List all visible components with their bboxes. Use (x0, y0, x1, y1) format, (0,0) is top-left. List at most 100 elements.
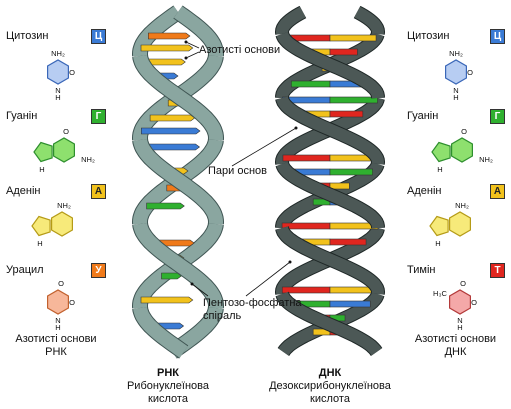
rna-mol-uracil-atom-o: O (69, 298, 75, 307)
dna-strand-a-strand-0 (354, 6, 385, 35)
dna-base-name-cytosine: Цитозин (407, 30, 450, 42)
rna-mol-uracil-atom-o2: O (58, 279, 64, 288)
dna-mol-cytosine-atom-h: H (453, 93, 458, 102)
rna-base-13 (161, 272, 182, 280)
base-molecule-structures: ONHNH₂HONH₂HNH₂ONHOONHNH₂HONH₂HNH₂ONHOH₃… (31, 49, 493, 332)
label-backbone-line1: Пентозо-фосфатна (203, 297, 302, 309)
rna-strand-a-strand-4 (133, 306, 188, 358)
rna-caption: РНК Рибонуклеїнова кислота (118, 367, 218, 406)
rna-strand-a-strand-2 (133, 138, 224, 225)
dna-mol-cytosine-atom-o: O (467, 68, 473, 77)
rna-backbone-front (132, 5, 225, 359)
dna-bases-caption: Азотисті основи ДНК (400, 333, 511, 359)
pointer-backbone-dna-head (288, 260, 292, 264)
dna-mol-thymine-ring (449, 289, 471, 315)
pointer-bases-1-head (184, 40, 188, 44)
dna-strand-b-strand-1 (276, 32, 384, 99)
dna-bases-caption-line1: Азотисті основи (414, 333, 497, 345)
rna-strand-a-strand-0 (173, 6, 224, 57)
dna-base-name-adenine: Аденін (407, 185, 442, 197)
dna-subtitle-line2: кислота (310, 393, 350, 405)
rna-mol-cytosine-atom-o: O (69, 68, 75, 77)
dna-pair-11-right (329, 238, 367, 246)
dna-pair-8-right (329, 182, 350, 190)
rna-mol-guanine-ring6 (52, 137, 76, 163)
rna-base-14 (140, 296, 194, 304)
dna-mol-cytosine-atom-n: N (453, 86, 458, 95)
pointer-bases-1 (185, 41, 200, 49)
dna-badge-thymine: Т (490, 263, 505, 278)
rna-badge-guanine: Г (91, 109, 106, 124)
rna-mol-uracil-atom-n: N (55, 316, 60, 325)
dna-mol-cytosine-ring (445, 59, 467, 85)
dna-strand-b-strand-3 (276, 162, 384, 229)
dna-mol-guanine-atom-h: H (437, 165, 442, 174)
rna-strand-b-strand-1 (133, 54, 224, 141)
pointer-pairs-head (294, 126, 298, 130)
rna-base-name-cytosine: Цитозин (6, 30, 49, 42)
label-backbone-line2: спіраль (203, 310, 242, 322)
rna-subtitle-line1: Рибонуклеїнова (126, 380, 210, 392)
annotation-pointers (184, 40, 298, 297)
rna-mol-cytosine-ring (46, 59, 70, 85)
rna-mol-adenine-ring6 (50, 211, 74, 237)
dna-pair-7-right (329, 168, 373, 176)
dna-pair-12-left (281, 286, 331, 294)
dna-mol-thymine-atom-o2: O (460, 279, 466, 288)
dna-backbone-front (275, 5, 386, 357)
pointer-backbone-rna-head (190, 282, 194, 286)
dna-badge-adenine: А (490, 184, 505, 199)
dna-pair-1-right (329, 48, 358, 56)
dna-base-name-guanine: Гуанін (407, 110, 439, 122)
dna-mol-thymine-atom-h: H (457, 323, 462, 332)
dna-bases-caption-line2: ДНК (444, 346, 467, 358)
rna-mol-adenine-atom-h: H (37, 239, 42, 248)
dna-mol-guanine-ring5 (431, 141, 451, 163)
rna-mol-guanine-atom-nh2: NH₂ (81, 155, 95, 164)
dna-pair-5-right (329, 110, 364, 118)
rna-base-name-adenine: Аденін (6, 185, 41, 197)
rna-mol-cytosine-atom-h: H (55, 93, 60, 102)
dna-strand-b-strand-5 (276, 292, 382, 356)
rna-mol-adenine-ring5 (31, 215, 51, 237)
dna-mol-adenine-atom-h: H (435, 239, 440, 248)
dna-pair-0-right (329, 34, 377, 42)
dna-pair-3-left (290, 80, 331, 88)
dna-mol-guanine-atom-nh2: NH₂ (479, 155, 493, 164)
label-nitrogen-bases: Азотисті основи (199, 44, 281, 56)
rna-base-5 (149, 114, 196, 122)
pointer-backbone-rna (191, 283, 209, 297)
rna-badge-adenine: А (91, 184, 106, 199)
dna-caption: ДНК Дезоксирибонуклеїнова кислота (250, 367, 410, 406)
pointer-pairs (231, 127, 297, 167)
rna-base-0 (148, 32, 191, 40)
rna-badge-cytosine: Ц (91, 29, 106, 44)
dna-pair-13-right (329, 300, 371, 308)
rna-base-10 (146, 202, 185, 210)
rna-bases-caption-line1: Азотисті основи (15, 333, 97, 345)
dna-pair-4-right (329, 96, 378, 104)
rna-subtitle-line2: кислота (148, 393, 188, 405)
dna-subtitle-line1: Дезоксирибонуклеїнова (269, 380, 391, 392)
pointer-bases-2 (185, 51, 200, 59)
pointer-bases-2-head (184, 56, 188, 60)
rna-base-name-uracil: Урацил (6, 264, 44, 276)
rna-mol-guanine-ring5 (33, 141, 53, 163)
dna-title: ДНК (318, 367, 342, 379)
dna-mol-adenine-atom-nh2: NH₂ (455, 201, 469, 210)
pointer-backbone-dna (245, 261, 291, 297)
dna-mol-guanine-atom-o: O (461, 127, 467, 136)
rna-badge-uracil: У (91, 263, 106, 278)
dna-pair-6-left (282, 154, 331, 162)
dna-badge-guanine: Г (490, 109, 505, 124)
dna-mol-adenine-ring5 (429, 215, 449, 237)
rna-mol-uracil-ring (46, 289, 70, 315)
label-base-pairs: Пари основ (208, 165, 267, 177)
rna-base-6 (141, 127, 201, 135)
rna-mol-adenine-atom-nh2: NH₂ (57, 201, 71, 210)
rna-strand-b-strand-3 (133, 222, 224, 309)
dna-mol-guanine-ring6 (451, 137, 473, 163)
dna-strand-a-strand-2 (276, 96, 385, 165)
